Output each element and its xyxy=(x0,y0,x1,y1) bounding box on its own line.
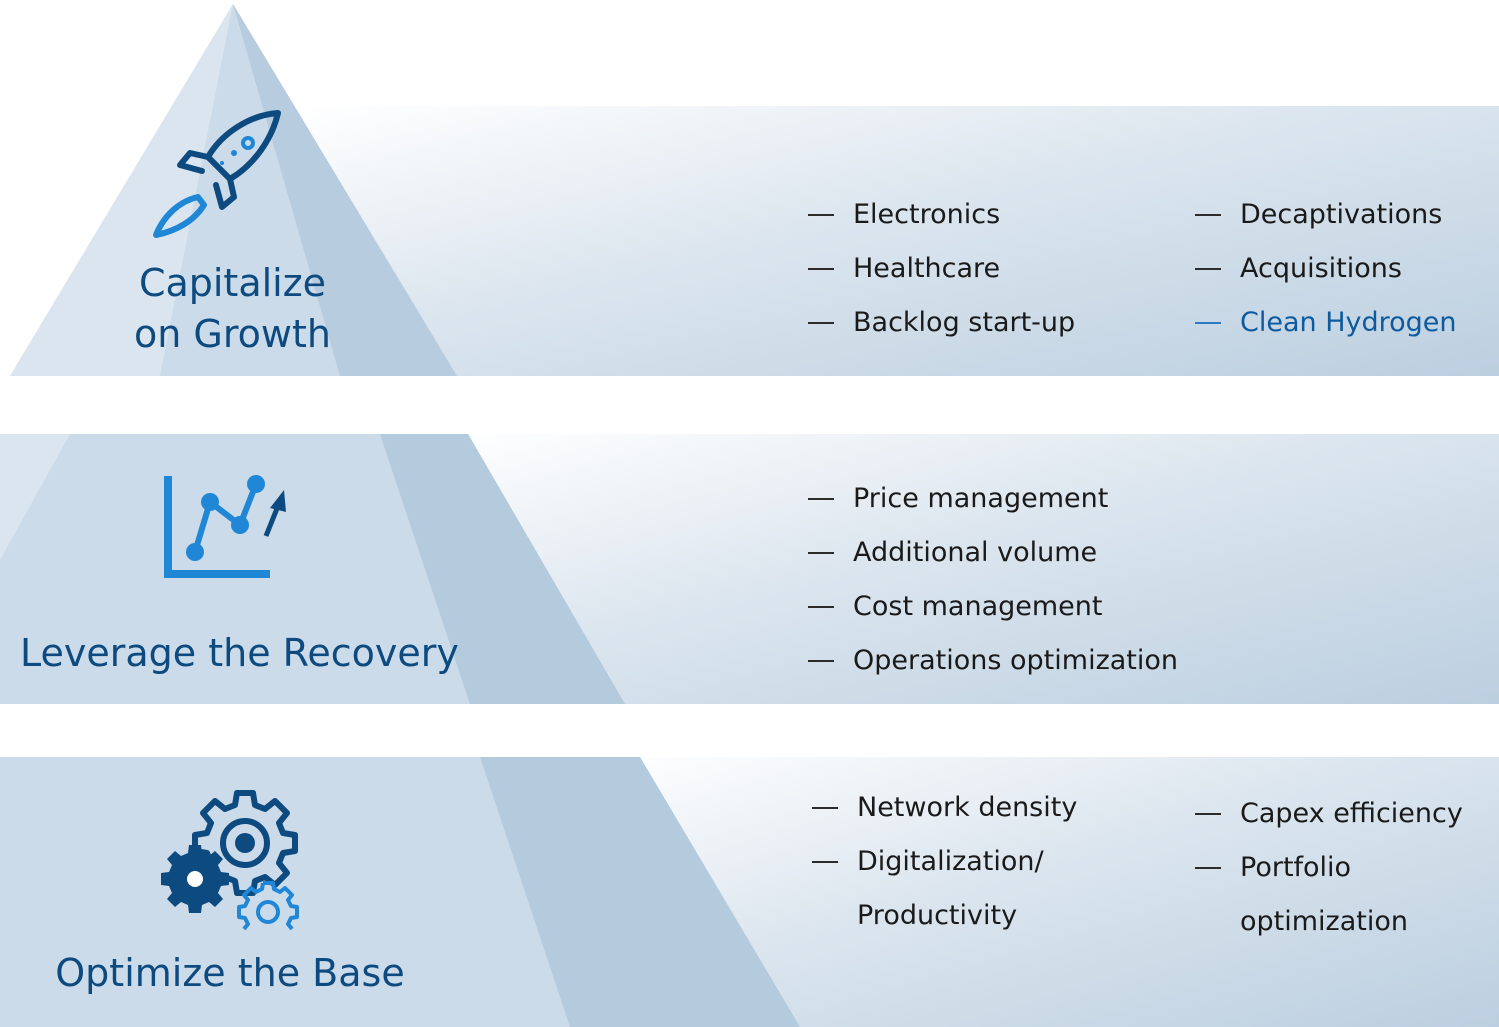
base-list-right: Capex efficiency Portfolio optimization xyxy=(1195,787,1463,949)
list-item: Healthcare xyxy=(808,242,1075,296)
list-item: Backlog start-up xyxy=(808,296,1075,350)
list-item: Digitalization/ Productivity xyxy=(812,835,1077,943)
recovery-list: Price management Additional volume Cost … xyxy=(808,472,1178,688)
list-item: Network density xyxy=(812,781,1077,835)
base-list-left: Network density Digitalization/ Producti… xyxy=(812,781,1077,943)
growth-chart-icon xyxy=(164,475,286,578)
pyramid-tier-middle xyxy=(0,434,625,704)
tier-title-growth-line2: on Growth xyxy=(134,312,331,357)
list-item: Operations optimization xyxy=(808,634,1178,688)
gears-icon xyxy=(161,790,299,930)
list-item: Additional volume xyxy=(808,526,1178,580)
list-item: Capex efficiency xyxy=(1195,787,1463,841)
list-item: Cost management xyxy=(808,580,1178,634)
tier-title-recovery: Leverage the Recovery xyxy=(20,631,459,675)
band-growth xyxy=(300,106,1499,376)
list-item-highlighted: Clean Hydrogen xyxy=(1195,296,1457,350)
growth-list-left: Electronics Healthcare Backlog start-up xyxy=(808,188,1075,350)
list-item: Acquisitions xyxy=(1195,242,1457,296)
list-item: Electronics xyxy=(808,188,1075,242)
pyramid-tier-bottom xyxy=(0,757,800,1027)
list-item: Price management xyxy=(808,472,1178,526)
list-item: Portfolio optimization xyxy=(1195,841,1440,949)
list-item: Decaptivations xyxy=(1195,188,1457,242)
tier-title-growth: Capitalize on Growth xyxy=(110,258,355,361)
growth-list-right: Decaptivations Acquisitions Clean Hydrog… xyxy=(1195,188,1457,350)
tier-title-growth-line1: Capitalize xyxy=(138,261,327,305)
rocket-icon xyxy=(153,110,281,238)
tier-title-base: Optimize the Base xyxy=(55,951,405,995)
band-recovery xyxy=(440,434,1499,704)
